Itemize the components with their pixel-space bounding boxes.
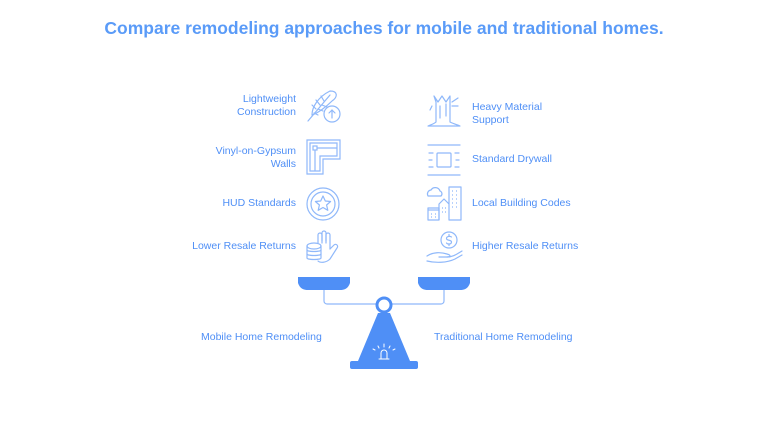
traditional-home-heading: Traditional Home Remodeling: [434, 331, 573, 343]
hand-dollar-icon: [425, 229, 465, 265]
left-item-hud-standards: HUD Standards: [196, 197, 296, 210]
label-line: HUD Standards: [222, 197, 296, 209]
city-buildings-icon: [425, 184, 465, 222]
hand-coins-icon: [304, 229, 344, 265]
label-line: Higher Resale Returns: [472, 240, 579, 252]
tree-stump-icon: [426, 92, 464, 128]
star-badge-icon: [305, 186, 341, 222]
right-scale-pan: [418, 277, 470, 290]
right-item-heavy-material: Heavy Material Support: [472, 101, 592, 127]
page-title: Compare remodeling approaches for mobile…: [104, 18, 664, 38]
wall-corner-icon: [305, 138, 343, 176]
label-line: Lower Resale Returns: [192, 240, 296, 252]
left-item-vinyl-walls: Vinyl-on-Gypsum Walls: [196, 145, 296, 171]
label-line: Construction: [237, 106, 296, 118]
left-scale-pan: [298, 277, 350, 290]
feather-upload-icon: [304, 87, 344, 127]
label-line: Standard Drywall: [472, 153, 552, 165]
label-line: Support: [472, 114, 509, 126]
label-line: Local Building Codes: [472, 197, 571, 209]
right-item-local-codes: Local Building Codes: [472, 197, 602, 210]
pivot-ring: [375, 296, 393, 314]
left-item-lightweight-construction: Lightweight Construction: [196, 93, 296, 119]
scale-base: [350, 313, 418, 369]
right-item-standard-drywall: Standard Drywall: [472, 153, 592, 166]
label-line: Walls: [270, 158, 296, 170]
left-item-lower-resale: Lower Resale Returns: [176, 240, 296, 253]
label-line: Vinyl-on-Gypsum: [215, 145, 296, 157]
label-line: Lightweight: [242, 93, 296, 105]
mobile-home-heading: Mobile Home Remodeling: [201, 331, 322, 343]
drywall-panel-icon: [426, 142, 464, 178]
label-line: Heavy Material: [472, 101, 543, 113]
right-item-higher-resale: Higher Resale Returns: [472, 240, 602, 253]
